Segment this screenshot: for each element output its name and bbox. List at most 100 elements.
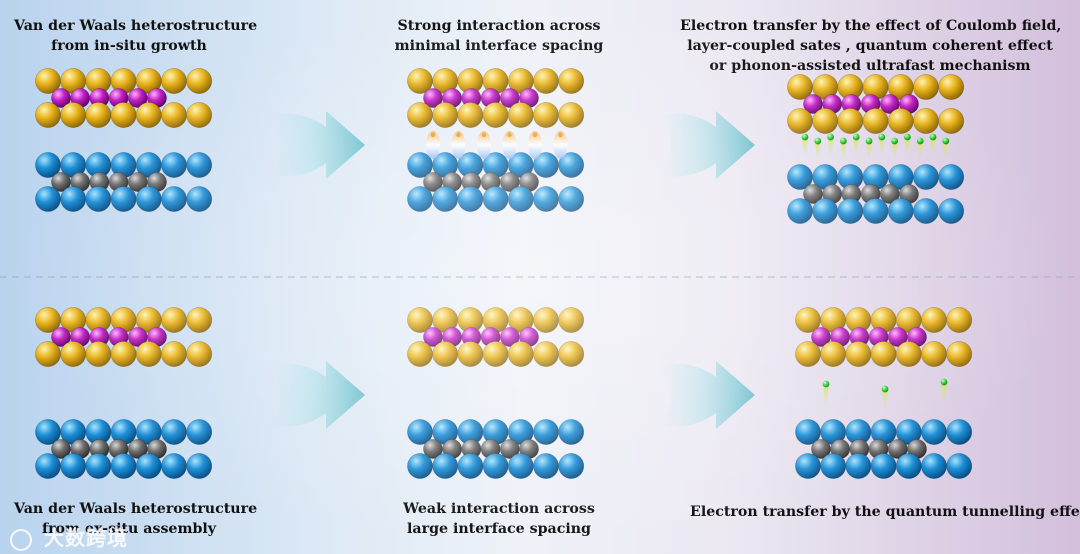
gold-atom [787, 108, 813, 134]
purple-atom [499, 88, 520, 108]
gold-atom [432, 341, 459, 367]
electron-icon [865, 137, 873, 145]
interaction-glow [477, 131, 491, 159]
gold-atom [812, 108, 839, 134]
blue-atom [533, 186, 559, 212]
caption-line: Strong interaction across [397, 18, 601, 34]
interaction-glow [426, 131, 440, 159]
gold-atom [921, 341, 947, 367]
electron-trail [941, 382, 947, 404]
blue-atom [161, 453, 187, 479]
blue-atom [558, 419, 585, 445]
blue-atom [135, 186, 162, 212]
blue-atom [921, 419, 947, 445]
gold-atom [533, 341, 559, 367]
gold-atom [161, 341, 187, 367]
charge-dot [430, 132, 436, 138]
blue-atom [482, 453, 509, 479]
electron-icon [878, 133, 886, 141]
blue-atom [432, 186, 459, 212]
electron-trail [823, 384, 829, 406]
caption-line: Weak interaction across [403, 501, 595, 517]
charge-dot [507, 132, 512, 138]
blue-atom [35, 186, 61, 212]
electron-icon [840, 137, 847, 145]
gold-atom [407, 102, 433, 128]
electron-trail [802, 137, 808, 155]
gold-atom [862, 108, 889, 134]
blue-atom [457, 186, 484, 212]
electron-icon [822, 380, 830, 388]
blue-atom [895, 453, 922, 479]
purple-atom [499, 327, 520, 347]
blue-atom [161, 152, 187, 178]
gold-atom [845, 341, 872, 367]
blue-atom [85, 453, 112, 479]
gold-atom [558, 68, 585, 94]
watermark: 大数跨境 [10, 522, 128, 551]
gold-atom [35, 341, 61, 367]
gold-atom [85, 102, 112, 128]
electron-icon [904, 133, 911, 141]
electron-trail [814, 141, 821, 159]
blue-atom [913, 198, 939, 224]
blue-atom [558, 453, 585, 479]
gold-atom [135, 341, 162, 367]
electron-trail [917, 141, 924, 159]
electron-trail [930, 137, 936, 155]
blue-atom [186, 419, 213, 445]
electron-trail [904, 137, 911, 155]
caption-line: from ex-situ assembly [41, 521, 217, 537]
blue-atom [837, 198, 864, 224]
blue-atom [186, 186, 213, 212]
gold-atom [938, 108, 965, 134]
blue-atom [787, 198, 813, 224]
electron-icon [801, 133, 809, 141]
electron-icon [929, 133, 937, 141]
charge-dot [481, 132, 487, 138]
gold-atom [820, 341, 847, 367]
blue-atom [432, 453, 459, 479]
gold-atom [533, 68, 559, 94]
blue-atom [110, 453, 137, 479]
electron-icon [940, 378, 948, 386]
gold-atom [795, 341, 821, 367]
gold-atom [895, 341, 922, 367]
blue-atom [186, 152, 213, 178]
blue-atom [85, 186, 112, 212]
blue-atom [161, 186, 187, 212]
gold-atom [558, 341, 585, 367]
electron-trail [866, 141, 872, 159]
gold-atom [186, 307, 213, 333]
blue-atom [820, 453, 847, 479]
blue-atom [407, 453, 433, 479]
blue-atom [812, 198, 839, 224]
electron-trail [878, 137, 885, 155]
electron-icon [891, 137, 898, 145]
interaction-glow [528, 131, 542, 159]
gold-atom [482, 341, 509, 367]
gold-atom [457, 102, 484, 128]
gold-atom [432, 102, 459, 128]
gold-atom [533, 102, 559, 128]
gold-atom [407, 341, 433, 367]
blue-atom [135, 453, 162, 479]
blue-atom [870, 453, 897, 479]
gold-atom [135, 102, 162, 128]
electron-icon [814, 137, 822, 145]
gold-atom [558, 307, 585, 333]
caption-top-middle: Strong interaction across minimal interf… [384, 16, 614, 56]
gold-atom [457, 341, 484, 367]
arrow-right-icon [270, 111, 365, 179]
arrow-right-icon [660, 111, 755, 179]
electron-trail [853, 137, 860, 155]
blue-atom [60, 453, 87, 479]
gold-atom [837, 108, 864, 134]
caption-line: or phonon-assisted ultrafast mechanism [709, 58, 1031, 74]
blue-atom [938, 164, 965, 190]
blue-atom [507, 186, 534, 212]
electron-icon [942, 137, 950, 145]
charge-dot [532, 132, 538, 138]
blue-atom [946, 453, 973, 479]
